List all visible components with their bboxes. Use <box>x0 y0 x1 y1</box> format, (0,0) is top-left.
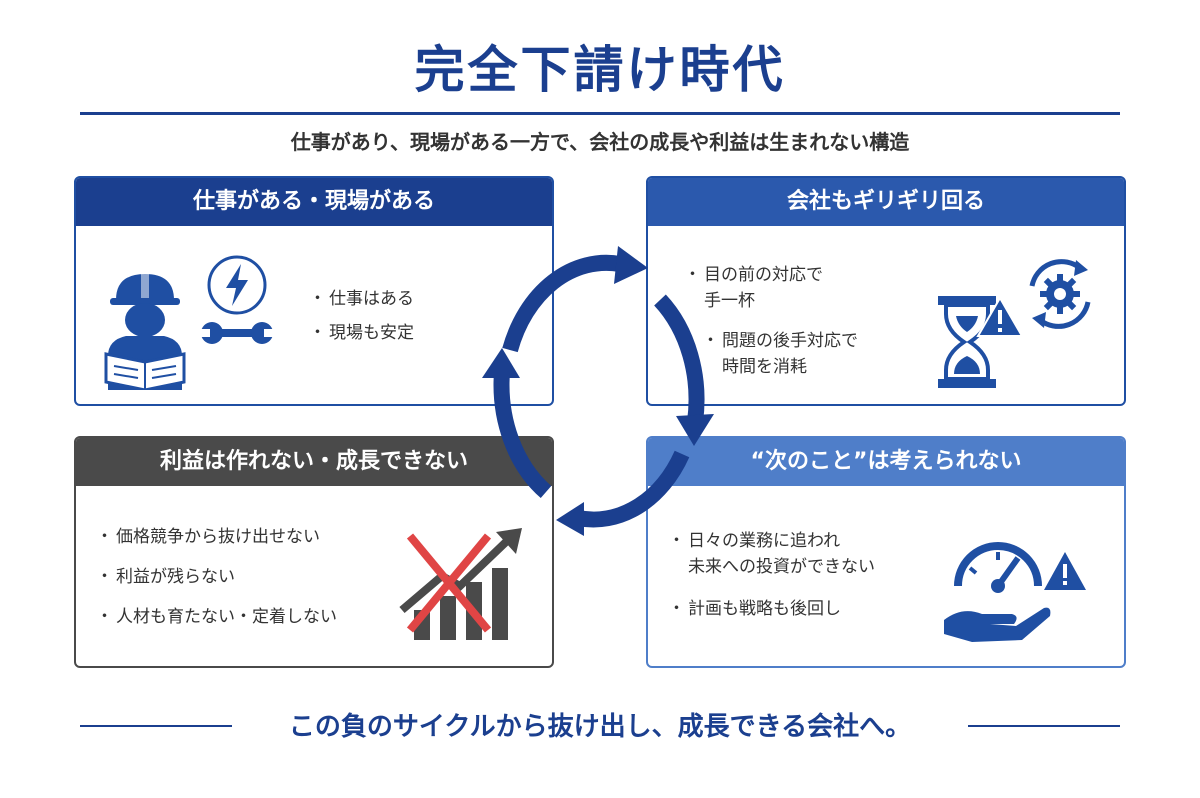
bullet-list: 仕事はある 現場も安定 <box>309 286 414 346</box>
construction-worker-icon <box>104 274 186 390</box>
footer-rule-left <box>80 725 232 727</box>
title-divider <box>80 112 1120 115</box>
cycle-arrows <box>482 246 714 536</box>
list-item: 価格競争から抜け出せない <box>96 524 337 550</box>
list-item: 現場も安定 <box>309 320 414 346</box>
crossed-growth-chart-icon <box>399 528 522 640</box>
list-item: 日々の業務に追われ 未来への投資ができない <box>668 528 875 580</box>
footer-message: この負のサイクルから抜け出し、成長できる会社へ。 <box>288 712 912 742</box>
panel-barely-running: 会社もギリギリ回る 目の前の対応で 手一杯 問題の後手対応で 時間を消耗 <box>646 176 1126 406</box>
footer-rule-right <box>968 725 1120 727</box>
bullet-list: 日々の業務に追われ 未来への投資ができない 計画も戦略も後回し <box>668 528 875 622</box>
list-item: 問題の後手対応で 時間を消耗 <box>702 328 858 380</box>
cycle-arrow-bottom <box>576 450 690 528</box>
warning-icon <box>1044 552 1086 590</box>
warning-icon <box>976 296 1024 337</box>
gear-cycle-icon <box>1029 259 1091 329</box>
bullet-list: 価格競争から抜け出せない 利益が残らない 人材も育たない・定着しない <box>96 524 337 630</box>
arrowhead-right <box>676 414 714 446</box>
list-item: 利益が残らない <box>96 564 337 590</box>
cycle-arrow-right <box>654 294 705 424</box>
arrowhead-left <box>482 348 520 378</box>
gauge-hand-icon <box>944 542 1051 642</box>
panel-no-next-step: “次のこと”は考えられない 日々の業務に追われ 未来への投資ができない 計画も戦… <box>646 436 1126 668</box>
list-item: 仕事はある <box>309 286 414 312</box>
bullet-list: 目の前の対応で 手一杯 問題の後手対応で 時間を消耗 <box>684 262 858 380</box>
cycle-arrow-left <box>493 371 552 499</box>
panel-heading: 仕事がある・現場がある <box>76 178 552 226</box>
panel-heading: “次のこと”は考えられない <box>648 438 1124 486</box>
panel-no-profit: 利益は作れない・成長できない 価格競争から抜け出せない 利益が残らない 人材も育… <box>74 436 554 668</box>
list-item: 人材も育たない・定着しない <box>96 604 337 630</box>
arrowhead-bottom <box>556 502 584 536</box>
page-title: 完全下請け時代 <box>414 41 786 99</box>
page-subtitle: 仕事があり、現場がある一方で、会社の成長や利益は生まれない構造 <box>290 130 910 154</box>
arrowhead-top <box>614 246 648 284</box>
panel-heading: 利益は作れない・成長できない <box>76 438 552 486</box>
panel-heading: 会社もギリギリ回る <box>648 178 1124 226</box>
lightning-icon <box>207 255 267 315</box>
list-item: 計画も戦略も後回し <box>668 596 875 622</box>
wrench-icon <box>200 322 274 344</box>
cycle-arrow-top <box>502 254 622 353</box>
panel-work-exists: 仕事がある・現場がある 仕事はある 現場も安定 <box>74 176 554 406</box>
list-item: 目の前の対応で 手一杯 <box>684 262 858 314</box>
